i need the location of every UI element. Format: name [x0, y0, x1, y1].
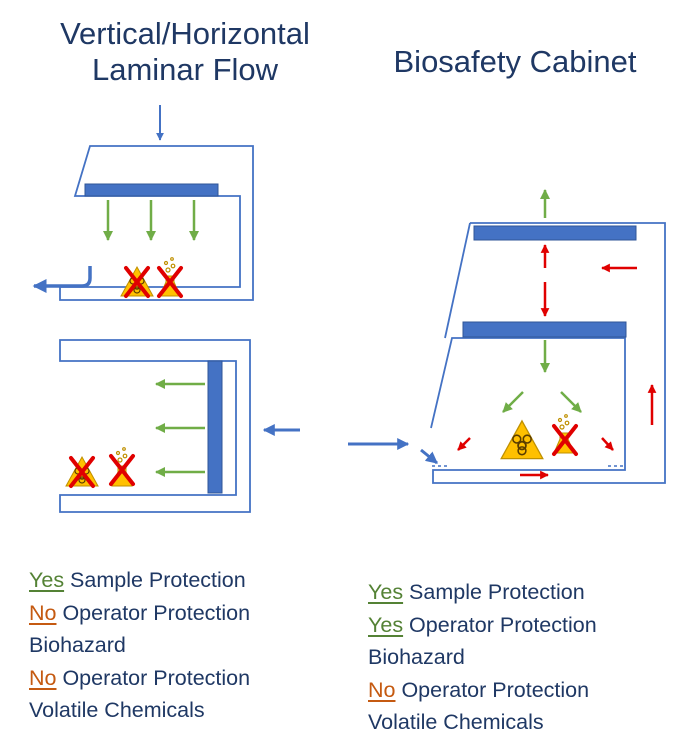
cabinet-legend-row: Volatile Chemicals [368, 706, 597, 739]
cabinet-legend-text: Biohazard [368, 645, 465, 669]
laminar-flow-title: Vertical/Horizontal Laminar Flow [0, 16, 370, 88]
cabinet-front-grille-arrow [457, 437, 471, 451]
cabinet-legend-tag: Yes [368, 580, 404, 604]
diagram-canvas [32, 105, 666, 513]
laminar-flow-title-line1: Vertical/Horizontal [60, 16, 310, 51]
laminar-legend-text: Operator Protection [56, 600, 251, 625]
supply-hepa-filter [462, 321, 627, 338]
cabinet-legend-row: Biohazard [368, 641, 597, 674]
laminar-legend-text: Operator Protection [56, 665, 251, 690]
cabinet-legend-tag: No [368, 677, 396, 702]
laminar-legend-row: Yes Sample Protection [29, 564, 250, 597]
cabinet-legend-row: Yes Sample Protection [368, 576, 597, 609]
laminar-legend-text: Biohazard [29, 633, 126, 657]
laminar-legend-row: Volatile Chemicals [29, 694, 250, 727]
cabinet-legend-tag: Yes [368, 612, 404, 637]
cabinet-inflow-arrow [420, 448, 438, 465]
biosafety-cabinet-title: Biosafety Cabinet [393, 44, 637, 79]
horizontal-hepa-filter [207, 360, 223, 494]
laminar-flow-title-line2: Laminar Flow [91, 52, 279, 87]
cabinet-rear-grille-arrow [601, 437, 614, 451]
cabinet-split-right-arrow [560, 391, 582, 413]
cabinet-legend-row: No Operator Protection [368, 674, 597, 707]
biosafety-cabinet-legend: Yes Sample Protection Yes Operator Prote… [368, 576, 597, 739]
vertical-exhaust-arrow [32, 266, 92, 293]
laminar-legend-text: Sample Protection [64, 568, 246, 592]
laminar-legend-tag: Yes [29, 568, 65, 592]
cabinet-split-left-arrow [502, 391, 524, 413]
cabinet-legend-row: Yes Operator Protection [368, 609, 597, 642]
cabinet-legend-text: Operator Protection [403, 612, 597, 637]
biosafety-cabinet [348, 189, 666, 484]
cabinet-biohazard-icon [500, 419, 544, 460]
laminar-legend-row: No Operator Protection [29, 597, 250, 630]
cabinet-legend-text: Sample Protection [403, 580, 585, 604]
vertical-laminar-flow-hood [32, 105, 254, 301]
laminar-legend-tag: No [29, 665, 57, 690]
laminar-legend-tag: No [29, 600, 57, 625]
exhaust-hepa-filter [473, 225, 637, 241]
cabinet-sash [444, 222, 471, 339]
cabinet-legend-text: Operator Protection [395, 677, 590, 702]
laminar-legend-row: No Operator Protection [29, 662, 250, 695]
laminar-legend-row: Biohazard [29, 629, 250, 662]
horizontal-hood-outline [59, 339, 251, 513]
laminar-legend-text: Volatile Chemicals [29, 698, 205, 722]
laminar-flow-legend: Yes Sample Protection No Operator Protec… [29, 564, 250, 727]
vertical-hepa-filter [84, 183, 219, 197]
cabinet-legend-text: Volatile Chemicals [368, 710, 544, 734]
horizontal-laminar-flow-hood [59, 339, 300, 513]
cabinet-outline [430, 222, 666, 484]
